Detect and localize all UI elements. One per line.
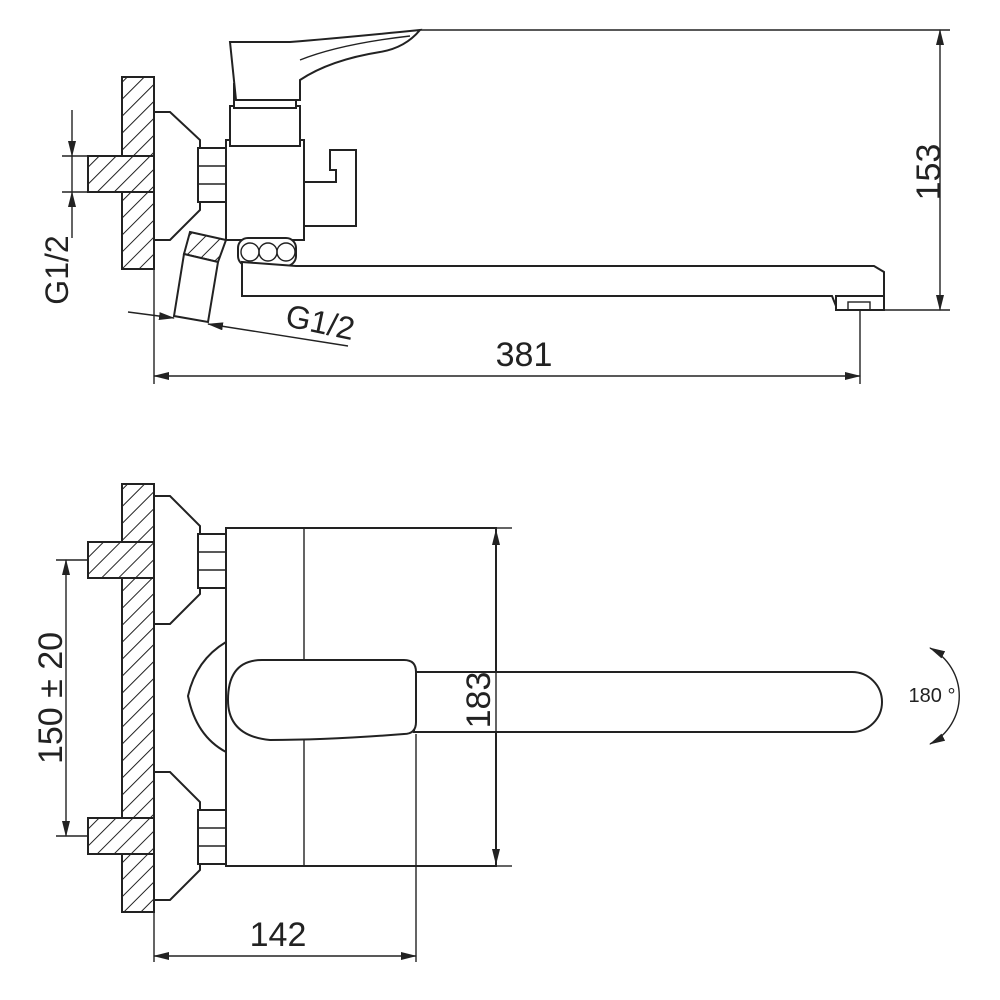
plan-view: 183 150 ± 20 142 180 °	[32, 483, 960, 962]
flange-lower	[153, 771, 201, 901]
shower-outlet	[172, 252, 220, 324]
flange	[153, 111, 201, 241]
dim-381-label: 381	[496, 336, 553, 374]
cartridge-housing	[229, 105, 301, 147]
aerator	[835, 295, 885, 311]
flange-upper	[153, 495, 201, 625]
diverter-knob	[303, 149, 357, 227]
lever-handle-plan	[226, 659, 417, 742]
bottom-thread-label: G1/2	[283, 297, 358, 347]
hex-nut-upper	[197, 533, 227, 589]
hex-nut	[197, 147, 227, 203]
dim-153-label: 153	[910, 144, 948, 201]
rotation-label: 180 °	[909, 685, 956, 707]
side-view: 153 381 G1/2 G1/2	[39, 28, 950, 384]
lever-handle	[228, 28, 423, 101]
left-thread-label: G1/2	[39, 235, 75, 304]
dim-150-label: 150 ± 20	[32, 632, 70, 764]
dim-183-label: 183	[460, 672, 498, 729]
inlet-pipe-section	[87, 155, 155, 193]
dim-142-label: 142	[250, 916, 307, 954]
rotation-arc	[929, 647, 960, 745]
eccentric-connector	[186, 640, 227, 754]
inlet-pipe-upper	[87, 541, 155, 579]
inlet-pipe-lower	[87, 817, 155, 855]
hex-nut-lower	[197, 809, 227, 865]
spout	[241, 260, 885, 307]
mixer-body	[225, 139, 305, 241]
spout-plan	[413, 671, 883, 733]
